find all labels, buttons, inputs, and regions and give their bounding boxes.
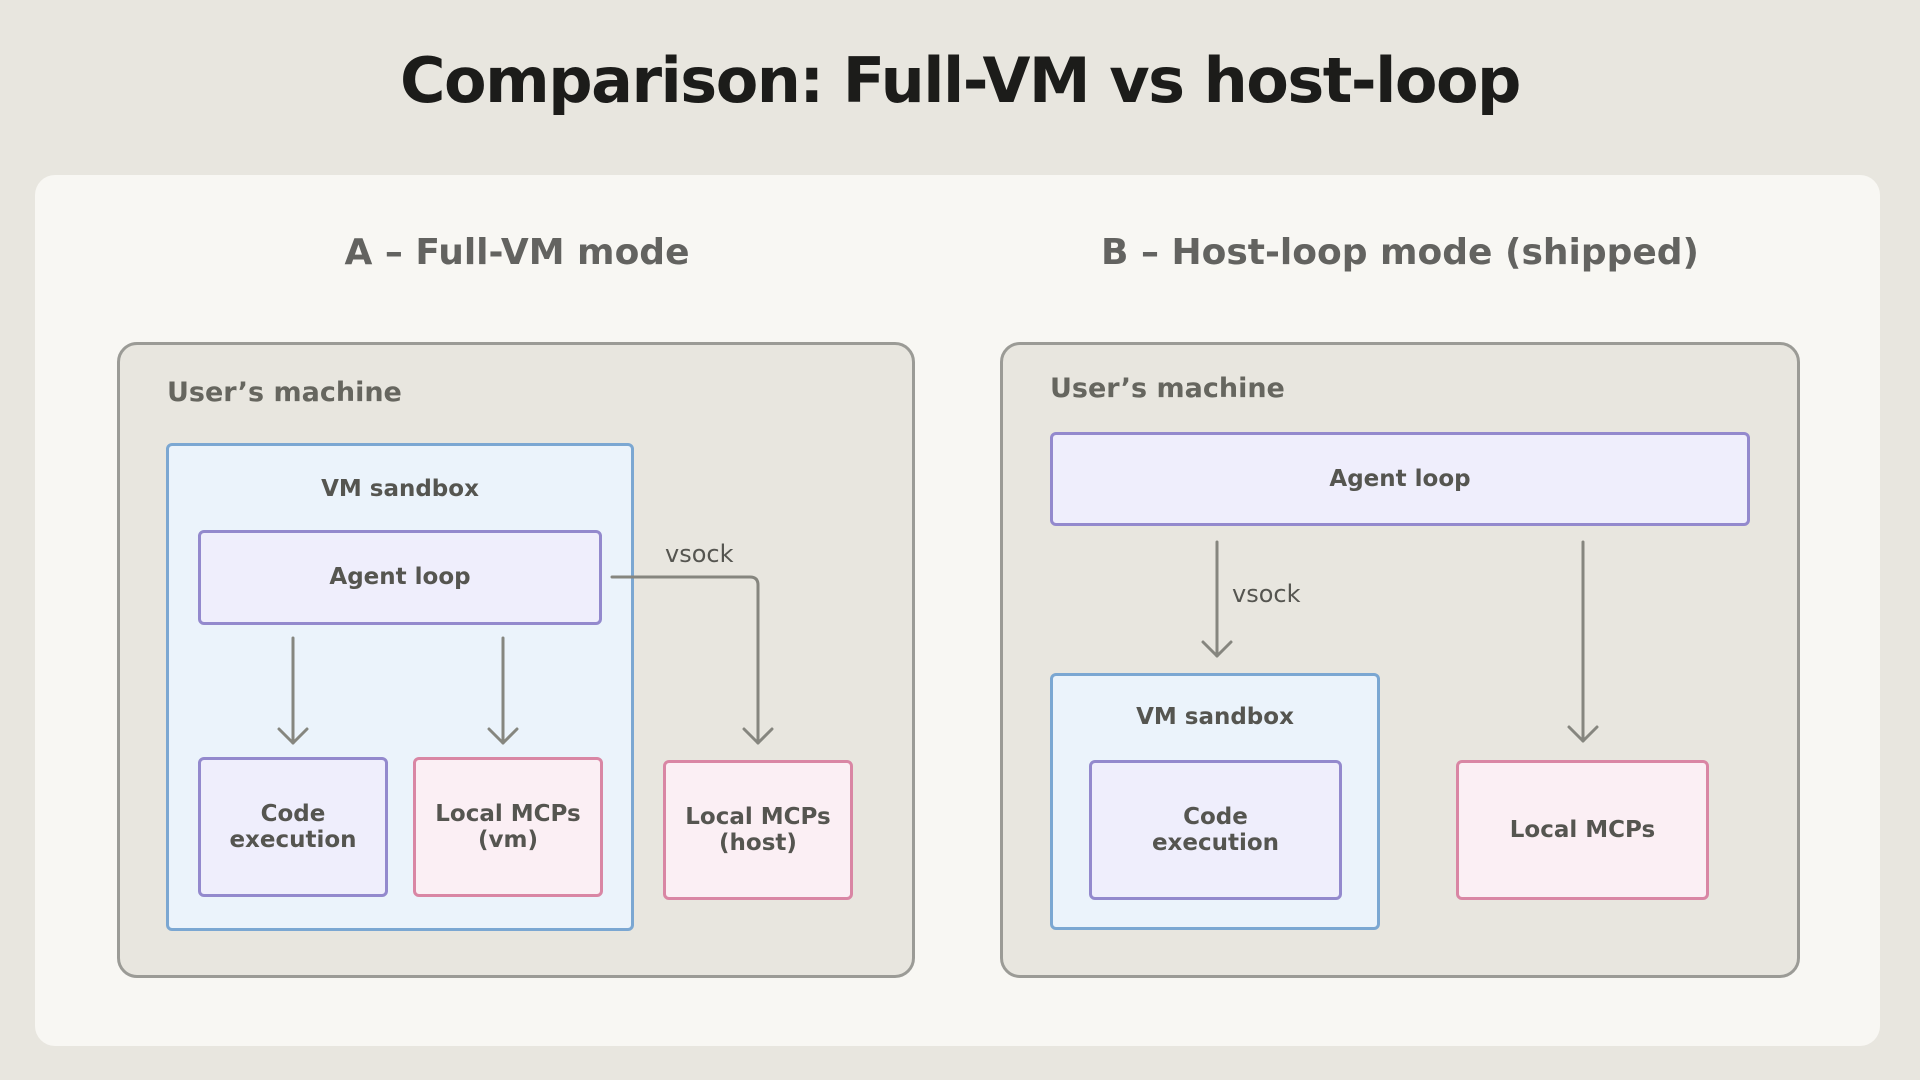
arrowhead-a-vsock-to-host [742, 727, 774, 745]
arrowhead-b-agent-to-mcps [1567, 725, 1599, 743]
panel-b-code-execution: Code execution [1089, 760, 1342, 900]
panel-b-heading: B – Host-loop mode (shipped) [1100, 232, 1700, 273]
panel-a-local-mcps-vm: Local MCPs (vm) [413, 757, 603, 897]
panel-a-vm-sandbox-label: VM sandbox [321, 476, 479, 502]
panel-a-local-mcps-host: Local MCPs (host) [663, 760, 853, 900]
panel-b-machine-label: User’s machine [1050, 373, 1285, 404]
panel-a-heading: A – Full-VM mode [344, 232, 690, 273]
page-title: Comparison: Full-VM vs host-loop [400, 44, 1521, 117]
arrow-a-vsock-to-host [610, 575, 760, 745]
panel-b-vsock-label: vsock [1232, 580, 1301, 608]
panel-a-vsock-label: vsock [665, 540, 734, 568]
panel-a-agent-loop: Agent loop [198, 530, 602, 625]
arrowhead-a-agent-to-code [277, 727, 309, 745]
panel-a-code-execution: Code execution [198, 757, 388, 897]
panel-b-agent-loop: Agent loop [1050, 432, 1750, 526]
panel-b-vm-sandbox-label: VM sandbox [1136, 704, 1294, 730]
panel-b-local-mcps: Local MCPs [1456, 760, 1709, 900]
arrowhead-b-vsock-to-sandbox [1201, 640, 1233, 658]
panel-a-machine-label: User’s machine [167, 377, 402, 408]
arrowhead-a-agent-to-mcps-vm [487, 727, 519, 745]
